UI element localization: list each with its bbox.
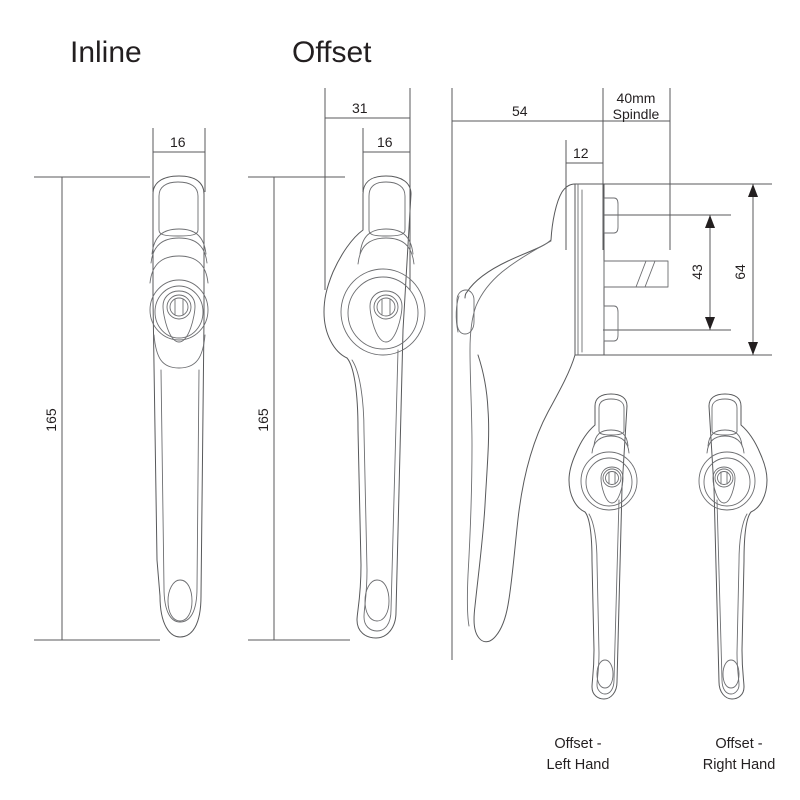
dim-side-length: 54 (512, 103, 528, 119)
arrow-64-bottom (748, 342, 758, 355)
offset-dimensions: 31 16 165 (248, 88, 411, 641)
dim-offset-total-width: 31 (352, 100, 368, 116)
caption-left-hand-line2: Left Hand (547, 757, 610, 773)
offset-handle-drawing (323, 175, 426, 639)
dim-fixing-centres: 43 (689, 264, 705, 280)
dim-offset-height: 165 (255, 408, 271, 432)
title-offset: Offset (292, 36, 372, 69)
dim-rose-height: 64 (732, 264, 748, 280)
offset-left-hand-drawing (568, 393, 638, 700)
dim-rose-thickness: 12 (573, 145, 589, 161)
title-inline: Inline (70, 36, 142, 69)
side-view-handle-drawing (455, 183, 669, 643)
caption-right-hand-line1: Offset - (715, 736, 762, 752)
arrow-43-top (705, 215, 715, 228)
dim-inline-height: 165 (43, 408, 59, 432)
arrow-43-bottom (705, 317, 715, 330)
dim-spindle-line2: Spindle (613, 106, 660, 122)
inline-handle-drawing (149, 175, 209, 638)
offset-right-hand-drawing (698, 393, 768, 700)
dim-inline-width: 16 (170, 134, 186, 150)
caption-right-hand-line2: Right Hand (703, 757, 776, 773)
dim-offset-inner-width: 16 (377, 134, 393, 150)
caption-left-hand-line1: Offset - (554, 736, 601, 752)
inline-dimensions: 16 165 (34, 128, 206, 641)
side-view-dimensions: 54 40mm Spindle 12 43 64 (451, 88, 772, 660)
dim-spindle-line1: 40mm (617, 90, 656, 106)
arrow-64-top (748, 184, 758, 197)
